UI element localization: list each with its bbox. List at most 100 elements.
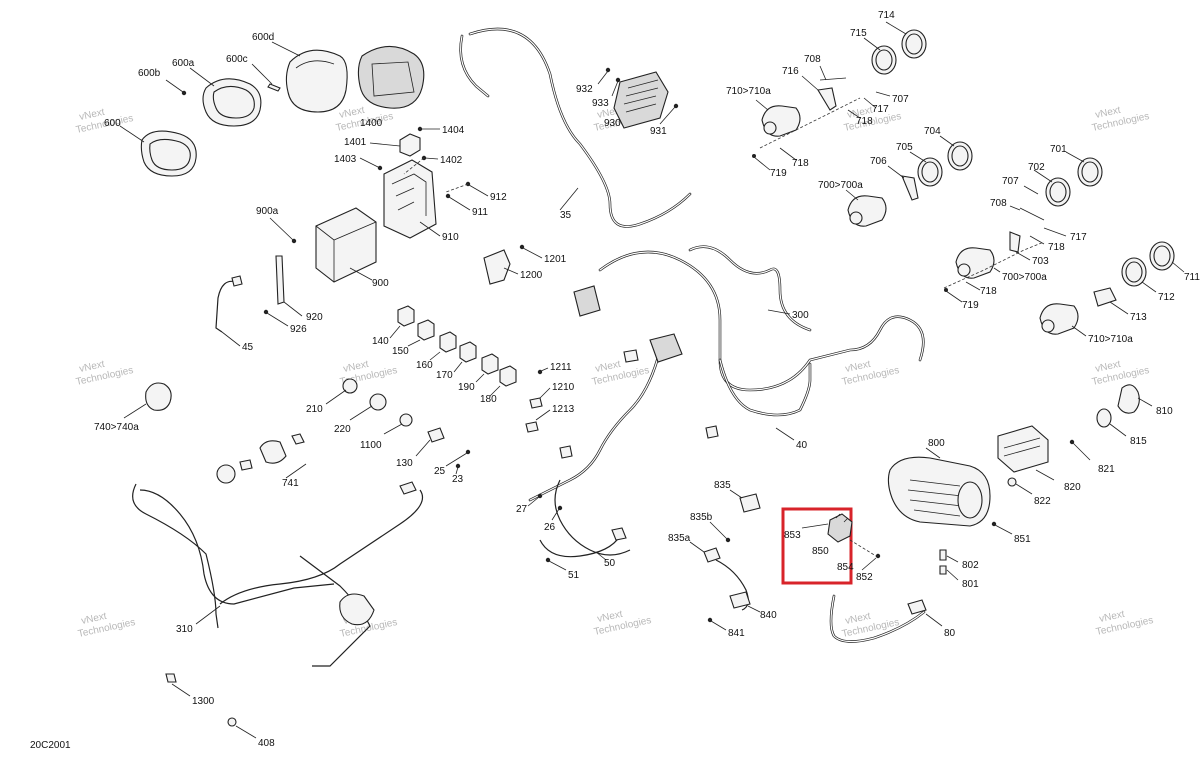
relay-1400[interactable]	[399, 133, 421, 157]
label-600c: 600c	[226, 54, 248, 65]
horn-part[interactable]	[259, 440, 287, 464]
leader-700-700a-right	[993, 267, 1001, 273]
terminal-80[interactable]	[907, 599, 927, 615]
bolt-802[interactable]	[939, 549, 947, 561]
lamp-310[interactable]	[339, 593, 375, 626]
label-25: 25	[434, 466, 446, 477]
connector-small[interactable]	[705, 425, 719, 439]
fastener-719a[interactable]	[752, 154, 756, 158]
leader-1403	[359, 157, 381, 169]
label-707a: 707	[892, 94, 909, 105]
switch-220[interactable]	[369, 393, 387, 411]
bracket-706[interactable]	[901, 175, 919, 201]
watermark: vNext	[342, 359, 370, 375]
label-40: 40	[796, 440, 808, 451]
cable-45[interactable]	[215, 280, 237, 333]
part-130[interactable]	[427, 427, 445, 443]
leader-1401	[369, 142, 401, 147]
fastener-933[interactable]	[615, 77, 621, 83]
harness-310-c	[219, 489, 424, 605]
fastener-23[interactable]	[455, 463, 461, 469]
leader-1300	[171, 683, 191, 697]
module-900[interactable]	[315, 207, 377, 283]
cable-840[interactable]	[715, 559, 749, 611]
switch-160[interactable]	[439, 331, 457, 353]
hook-810[interactable]	[1117, 384, 1140, 414]
switch-170[interactable]	[459, 341, 477, 363]
leader-835a	[689, 541, 705, 553]
leader-711	[1171, 261, 1185, 273]
connector-block[interactable]	[573, 285, 601, 317]
fastener-852[interactable]	[875, 553, 881, 559]
label-35: 35	[560, 210, 572, 221]
strap-920[interactable]	[275, 255, 285, 305]
assembly-line	[849, 539, 877, 557]
connector-50[interactable]	[611, 527, 627, 541]
bracket-716[interactable]	[817, 87, 837, 111]
label-50: 50	[604, 558, 616, 569]
strap-815[interactable]	[1096, 408, 1112, 428]
switch-210[interactable]	[342, 378, 358, 394]
watermark: vNext	[1094, 105, 1122, 121]
diagram-code: 20C2001	[30, 740, 71, 751]
label-718d: 718	[980, 286, 997, 297]
label-700-700a-right: 700>700a	[1002, 272, 1047, 283]
bracket-910[interactable]	[383, 159, 437, 239]
label-802: 802	[962, 560, 979, 571]
nut-408[interactable]	[227, 717, 237, 727]
sensor-835a[interactable]	[703, 547, 721, 563]
cap-part[interactable]	[216, 464, 236, 484]
label-710-710a-right: 710>710a	[1088, 334, 1133, 345]
socket-part[interactable]	[291, 433, 305, 445]
leader-704	[939, 135, 955, 147]
switch-180[interactable]	[499, 365, 517, 387]
leader-926	[266, 312, 289, 327]
label-300: 300	[792, 310, 809, 321]
sensor-1100[interactable]	[399, 413, 413, 427]
bracket-713[interactable]	[1093, 287, 1117, 307]
connector-small[interactable]	[623, 349, 639, 363]
bracket-835[interactable]	[739, 493, 761, 513]
light-740[interactable]	[145, 382, 172, 411]
fairlead-820[interactable]	[997, 425, 1049, 473]
bracket-1200[interactable]	[483, 249, 511, 285]
leader-841	[710, 620, 727, 631]
switch-140[interactable]	[397, 305, 415, 327]
switch-150[interactable]	[417, 319, 435, 341]
connector-26[interactable]	[559, 445, 573, 459]
rod-708[interactable]	[819, 77, 847, 81]
switch-190[interactable]	[481, 353, 499, 375]
label-600d: 600d	[252, 32, 274, 43]
label-821: 821	[1098, 464, 1115, 475]
part-1213[interactable]	[525, 421, 539, 433]
leader-35	[559, 187, 579, 211]
harness-50[interactable]	[554, 479, 631, 556]
label-23: 23	[452, 474, 464, 485]
bracket-703[interactable]	[1009, 231, 1021, 253]
bolt-801[interactable]	[939, 565, 947, 575]
gauge-display-unit[interactable]	[357, 45, 425, 109]
relay-850[interactable]	[827, 513, 853, 543]
leader-210	[325, 389, 347, 405]
label-1201: 1201	[544, 254, 567, 265]
screw-600c[interactable]	[267, 83, 281, 92]
gauge-display-detail	[371, 61, 415, 97]
bulb-part[interactable]	[239, 459, 253, 471]
fastener-1404[interactable]	[417, 126, 423, 132]
part-1210[interactable]	[529, 397, 543, 409]
label-900: 900	[372, 278, 389, 289]
harness-310[interactable]	[132, 483, 219, 629]
leader-700-700a-top	[845, 189, 859, 201]
connector-block[interactable]	[649, 333, 683, 363]
fastener-719b[interactable]	[944, 288, 948, 292]
leader-220	[349, 405, 373, 421]
connector-840[interactable]	[729, 591, 751, 609]
gauge-lens-600d[interactable]	[285, 49, 348, 113]
rod-708b[interactable]	[1019, 207, 1045, 221]
leader-710-710a	[755, 99, 769, 111]
leader-1402	[424, 157, 439, 160]
fastener-932[interactable]	[605, 67, 611, 73]
nut-822[interactable]	[1007, 477, 1017, 487]
clip-1300[interactable]	[165, 673, 177, 683]
connector-310[interactable]	[399, 481, 417, 495]
